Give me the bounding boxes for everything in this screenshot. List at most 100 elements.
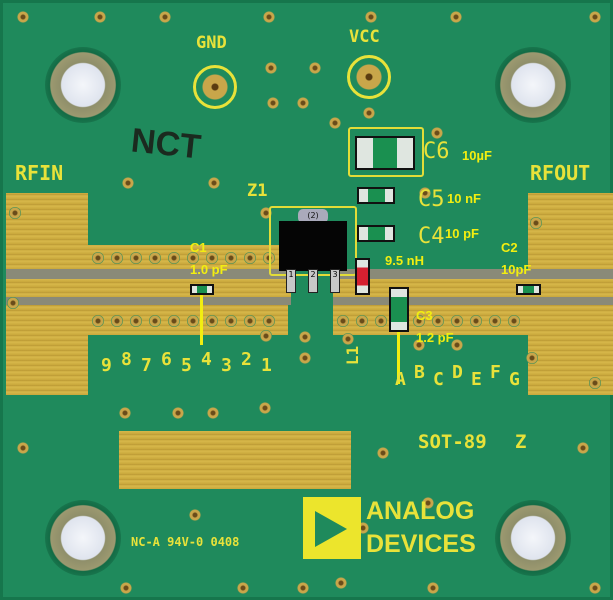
mounting-hole bbox=[495, 47, 571, 123]
via bbox=[168, 315, 180, 327]
c3-ref: C3 bbox=[416, 308, 433, 323]
position-number: 6 bbox=[161, 349, 172, 370]
via bbox=[450, 11, 462, 23]
via bbox=[92, 252, 104, 264]
position-number: 7 bbox=[141, 355, 152, 376]
c3-position-marker bbox=[397, 332, 400, 384]
via bbox=[297, 582, 309, 594]
logo-line-1: ANALOG bbox=[366, 497, 475, 525]
inductor-l1 bbox=[355, 258, 370, 295]
z1-label: Z1 bbox=[247, 181, 268, 201]
via bbox=[111, 252, 123, 264]
via bbox=[207, 407, 219, 419]
c6-label: C6 bbox=[423, 139, 450, 164]
position-number: 9 bbox=[101, 355, 112, 376]
position-number: 5 bbox=[181, 355, 192, 376]
via bbox=[526, 352, 538, 364]
package-label: SOT-89 bbox=[418, 431, 487, 453]
rfin-ground-pad bbox=[6, 305, 88, 395]
c2-ref: C2 bbox=[501, 240, 518, 255]
via bbox=[377, 447, 389, 459]
via bbox=[589, 11, 601, 23]
capacitor-c5 bbox=[357, 187, 395, 204]
via bbox=[299, 352, 311, 364]
c4-label: C4 bbox=[418, 224, 445, 249]
nct-marking: NCT bbox=[129, 121, 203, 167]
via bbox=[168, 252, 180, 264]
via bbox=[451, 339, 463, 351]
via bbox=[7, 297, 19, 309]
via bbox=[159, 11, 171, 23]
via bbox=[342, 333, 354, 345]
fab-code: NC-A 94V-0 0408 bbox=[131, 535, 240, 549]
amplifier-ic bbox=[279, 221, 347, 271]
logo-line-2: DEVICES bbox=[366, 530, 476, 558]
via bbox=[413, 315, 425, 327]
mounting-hole bbox=[495, 500, 571, 576]
position-letter: G bbox=[509, 369, 520, 390]
via bbox=[577, 442, 589, 454]
via bbox=[120, 582, 132, 594]
via bbox=[94, 11, 106, 23]
via bbox=[329, 117, 341, 129]
via bbox=[111, 315, 123, 327]
via bbox=[309, 62, 321, 74]
via bbox=[356, 315, 368, 327]
l1-value: 9.5 nH bbox=[385, 253, 425, 268]
via bbox=[237, 582, 249, 594]
via bbox=[413, 339, 425, 351]
c5-value: 10 nF bbox=[447, 191, 481, 206]
via bbox=[419, 187, 431, 199]
c1-value: 1.0 pF bbox=[190, 262, 228, 277]
position-letter: A bbox=[395, 369, 406, 390]
via bbox=[337, 315, 349, 327]
c3-value: 1.2 pF bbox=[416, 330, 454, 345]
via bbox=[470, 315, 482, 327]
vcc-label: VCC bbox=[349, 27, 380, 47]
vcc-test-point bbox=[347, 55, 391, 99]
mounting-hole bbox=[45, 47, 121, 123]
capacitor-c3 bbox=[389, 287, 409, 332]
ic-pin-3: 3 bbox=[330, 269, 340, 293]
position-letter: F bbox=[490, 362, 501, 383]
via bbox=[422, 497, 434, 509]
via bbox=[263, 315, 275, 327]
via bbox=[17, 11, 29, 23]
via bbox=[297, 97, 309, 109]
rfin-label: RFIN bbox=[15, 161, 64, 185]
capacitor-c6 bbox=[355, 136, 415, 170]
via bbox=[375, 315, 387, 327]
via bbox=[530, 217, 542, 229]
position-number: 2 bbox=[241, 349, 252, 370]
via bbox=[335, 577, 347, 589]
ground-plane-area bbox=[119, 431, 351, 489]
rfout-label: RFOUT bbox=[530, 161, 591, 185]
via bbox=[260, 330, 272, 342]
via bbox=[427, 582, 439, 594]
via bbox=[187, 252, 199, 264]
rfout-ground-pad bbox=[528, 193, 613, 269]
ic-tab-label: (2) bbox=[298, 209, 328, 223]
via bbox=[119, 407, 131, 419]
via bbox=[189, 509, 201, 521]
via bbox=[149, 315, 161, 327]
via bbox=[267, 97, 279, 109]
via bbox=[363, 107, 375, 119]
via bbox=[365, 11, 377, 23]
via bbox=[451, 315, 463, 327]
z-label: Z bbox=[515, 431, 527, 453]
ic-pin-2: 2 bbox=[308, 269, 318, 293]
mounting-hole bbox=[45, 500, 121, 576]
via bbox=[259, 402, 271, 414]
via bbox=[149, 252, 161, 264]
via bbox=[263, 11, 275, 23]
via bbox=[187, 315, 199, 327]
via bbox=[225, 252, 237, 264]
via bbox=[92, 315, 104, 327]
via bbox=[130, 252, 142, 264]
l1-label: L1 bbox=[343, 345, 363, 366]
via bbox=[244, 315, 256, 327]
analog-devices-logo-icon bbox=[303, 497, 361, 559]
via bbox=[122, 177, 134, 189]
